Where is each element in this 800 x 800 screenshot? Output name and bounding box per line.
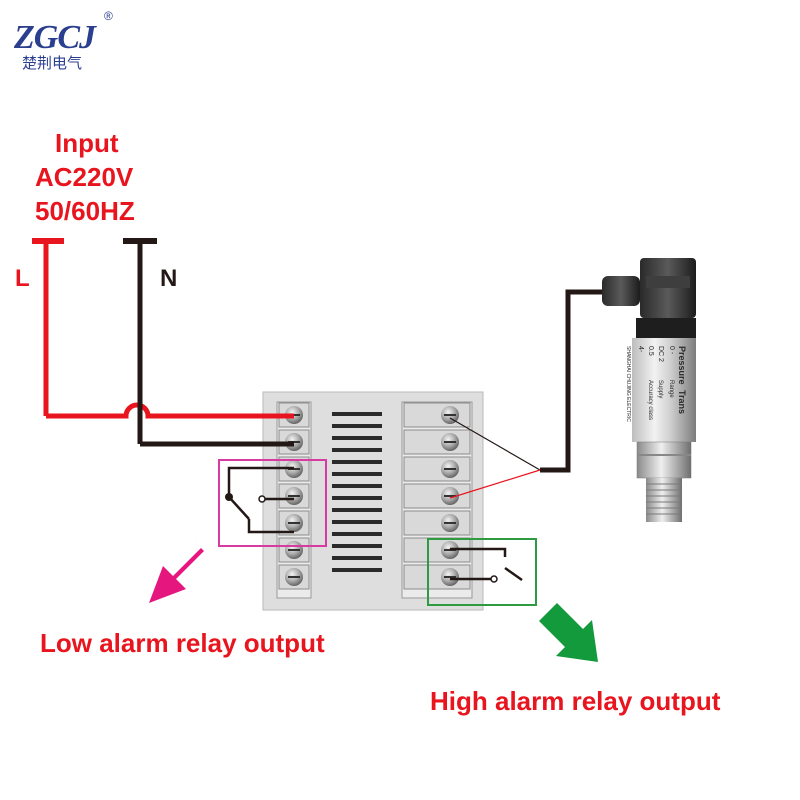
terminal-screw — [403, 456, 471, 482]
neutral-wire — [123, 238, 294, 447]
transmitter-label: Pressure Trans Range 0 - Supply DC 2 Acc… — [625, 346, 687, 422]
input-heading-line3: 50/60HZ — [35, 196, 135, 226]
high-alarm-arrow — [539, 603, 598, 662]
high-alarm-label: High alarm relay output — [430, 686, 721, 716]
label-range-key: Range — [668, 380, 674, 398]
transmitter-signal-wires — [449, 289, 612, 499]
terminal-screw — [278, 483, 310, 509]
power-input-heading: Input AC220V 50/60HZ L N — [15, 128, 177, 292]
low-alarm-highlight-box — [218, 459, 327, 547]
terminal-screw — [403, 402, 471, 428]
transmitter-body — [632, 338, 696, 442]
low-alarm-relay — [218, 459, 327, 547]
transmitter-thread — [646, 478, 682, 522]
label-output-value: 4- — [637, 346, 644, 353]
right-terminal-column — [401, 401, 473, 599]
neutral-label: N — [160, 265, 177, 292]
vent-slots — [332, 412, 382, 572]
pressure-transmitter: Pressure Trans Range 0 - Supply DC 2 Acc… — [602, 258, 696, 522]
label-range-value: 0 - — [668, 346, 675, 355]
brand-logo: ZGCJ ® 楚荆电气 — [13, 9, 113, 72]
terminal-screw — [403, 483, 471, 509]
low-alarm-arrow — [149, 541, 204, 603]
high-alarm-highlight-box — [427, 538, 537, 606]
live-wire — [32, 238, 294, 419]
terminal-screw — [403, 510, 471, 536]
high-alarm-relay — [427, 538, 537, 606]
transmitter-hex-nut — [636, 441, 692, 479]
logo-subtitle: 楚荆电气 — [22, 54, 82, 72]
controller-terminal-block — [262, 391, 484, 611]
terminal-screw — [278, 564, 310, 590]
label-accuracy-key: Accuracy class — [647, 380, 653, 420]
cable-gland — [602, 276, 640, 306]
low-alarm-label: Low alarm relay output — [40, 628, 325, 658]
input-heading-line1: Input — [55, 128, 119, 158]
label-manufacturer: SHANGHAI CHUJING ELECTRIC — [625, 346, 631, 422]
live-label: L — [15, 265, 30, 292]
label-supply-key: Supply — [657, 380, 663, 398]
input-heading-line2: AC220V — [35, 162, 134, 192]
logo-brand-text: ZGCJ — [13, 19, 97, 56]
terminal-screw — [403, 429, 471, 455]
label-supply-value: DC 2 — [657, 346, 664, 362]
logo-registered-mark: ® — [104, 9, 113, 23]
label-accuracy-value: 0.5 — [647, 346, 654, 356]
label-line2: Trans — [677, 390, 687, 414]
label-line1: Pressure — [677, 346, 687, 385]
terminal-screw — [278, 537, 310, 563]
terminal-screw — [403, 564, 471, 590]
